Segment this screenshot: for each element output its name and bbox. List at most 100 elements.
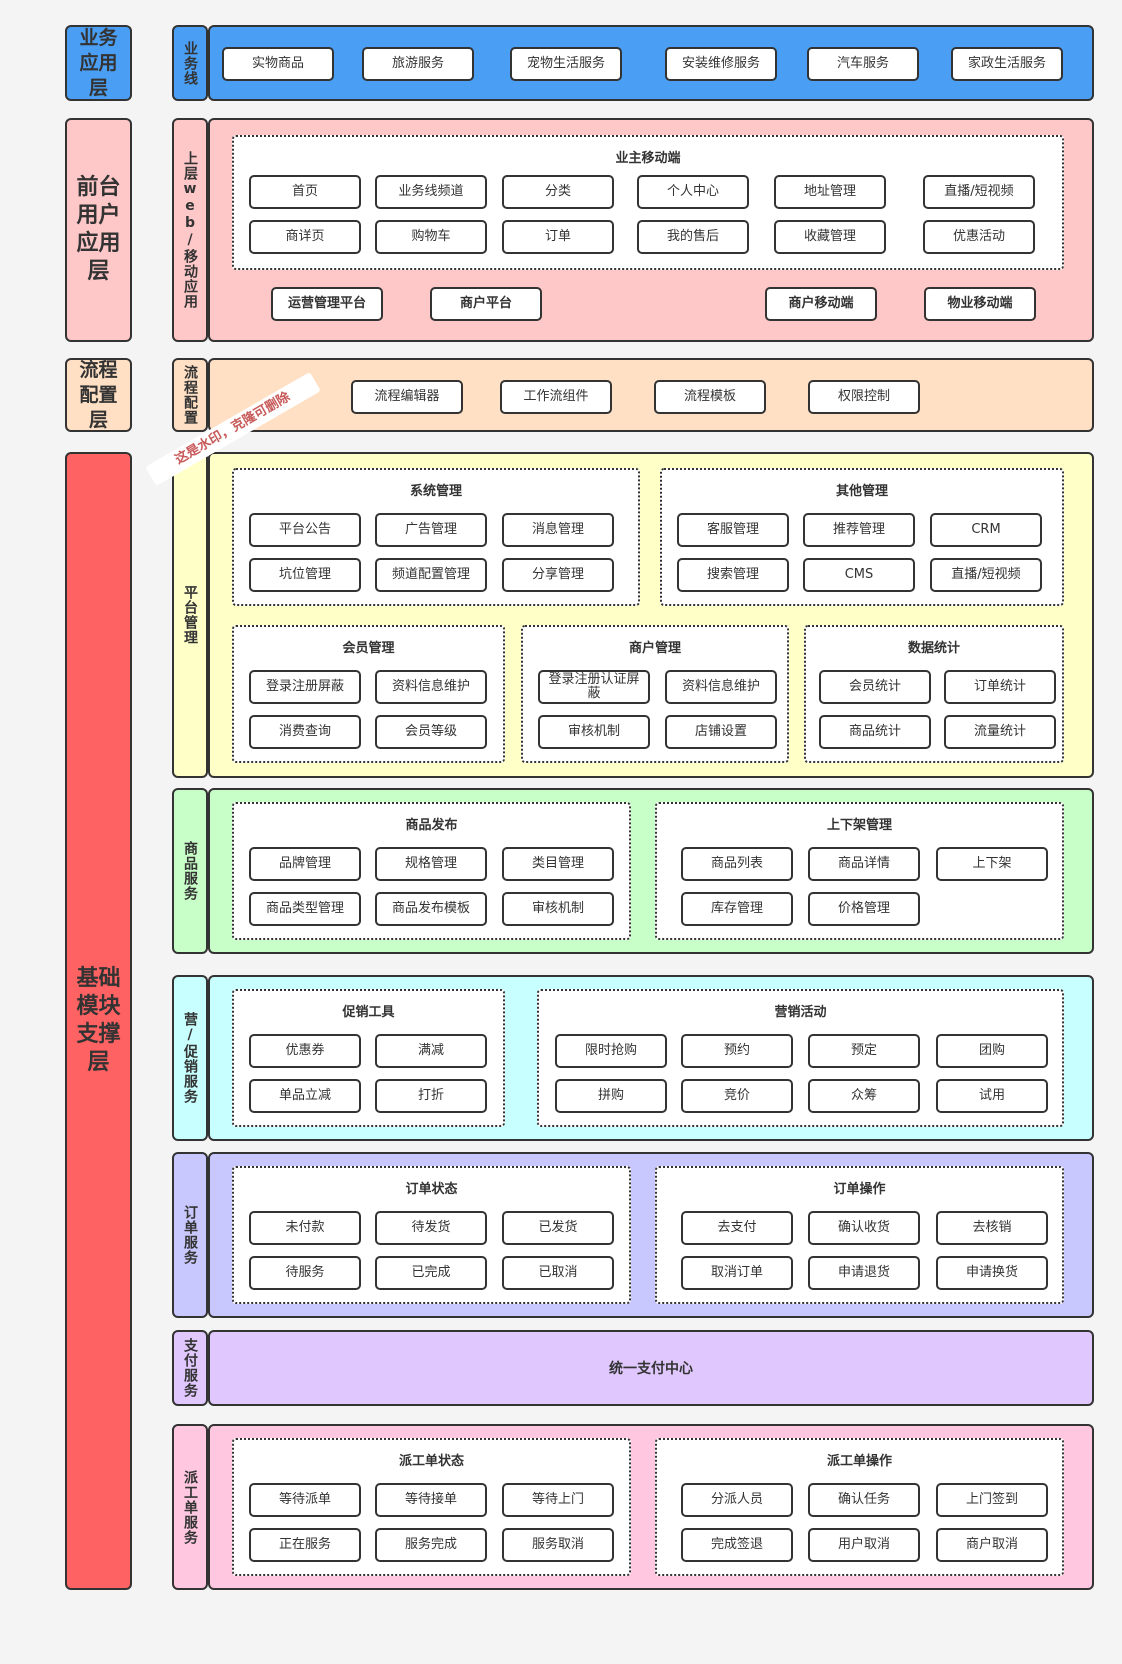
- module-box: 订单统计: [944, 670, 1056, 704]
- module-box: 团购: [936, 1034, 1048, 1068]
- module-box: 完成签退: [681, 1528, 793, 1562]
- group-title: 业主移动端: [615, 151, 681, 166]
- section-label: 流程配置: [172, 358, 208, 432]
- module-box: 我的售后: [637, 220, 749, 254]
- module-box: 客服管理: [677, 513, 789, 547]
- module-box: 商品发布模板: [375, 892, 487, 926]
- module-box: 满减: [375, 1034, 487, 1068]
- module-box: 宠物生活服务: [510, 47, 622, 81]
- module-box: 购物车: [375, 220, 487, 254]
- section-label-text: 支付服务: [182, 1338, 198, 1398]
- module-box: 物业移动端: [924, 287, 1036, 321]
- module-box: 品牌管理: [249, 847, 361, 881]
- module-box: 频道配置管理: [375, 558, 487, 592]
- module-box: 打折: [375, 1079, 487, 1113]
- module-box: 确认收货: [808, 1211, 920, 1245]
- section-label: 订单服务: [172, 1152, 208, 1318]
- module-box: 流程模板: [654, 380, 766, 414]
- module-box: 审核机制: [502, 892, 614, 926]
- group-title: 订单操作: [833, 1182, 886, 1197]
- module-box: 上下架: [936, 847, 1048, 881]
- group-title: 营销活动: [774, 1005, 827, 1020]
- module-box: 资料信息维护: [665, 670, 777, 704]
- module-box: 试用: [936, 1079, 1048, 1113]
- module-box: 单品立减: [249, 1079, 361, 1113]
- module-box: 消息管理: [502, 513, 614, 547]
- group-title: 商户管理: [628, 641, 681, 656]
- module-box: 等待上门: [502, 1483, 614, 1517]
- group-title: 派工单状态: [398, 1454, 464, 1469]
- center-label: 统一支付中心: [609, 1361, 693, 1377]
- section-label: 平台管理: [172, 452, 208, 778]
- module-box: 权限控制: [808, 380, 920, 414]
- module-box: 消费查询: [249, 715, 361, 749]
- section-label-text: 订单服务: [182, 1205, 198, 1265]
- layer-label: 流程配置层: [65, 358, 132, 432]
- group-title: 上下架管理: [826, 818, 892, 833]
- module-box: 商户平台: [430, 287, 542, 321]
- section-label-text: 流程配置: [182, 365, 198, 425]
- module-box: 商详页: [249, 220, 361, 254]
- module-box: 商品类型管理: [249, 892, 361, 926]
- module-box: 申请换货: [936, 1256, 1048, 1290]
- section-label: 派工单服务: [172, 1424, 208, 1590]
- module-box: 商品列表: [681, 847, 793, 881]
- group-title: 其他管理: [835, 484, 888, 499]
- module-box: 订单: [502, 220, 614, 254]
- group-title: 系统管理: [409, 484, 462, 499]
- module-box: 流程编辑器: [351, 380, 463, 414]
- section-label-text: 商品服务: [182, 841, 198, 901]
- layer-label: 业务应用层: [65, 25, 132, 101]
- module-box: 正在服务: [249, 1528, 361, 1562]
- module-box: 待发货: [375, 1211, 487, 1245]
- module-box: 安装维修服务: [665, 47, 777, 81]
- module-box: 待服务: [249, 1256, 361, 1290]
- section-label: 上层web/移动应用: [172, 118, 208, 342]
- module-box: 商品详情: [808, 847, 920, 881]
- group-title: 会员管理: [342, 641, 395, 656]
- module-box: 服务完成: [375, 1528, 487, 1562]
- module-box: 拼购: [555, 1079, 667, 1113]
- module-box: 家政生活服务: [951, 47, 1063, 81]
- module-box: 会员统计: [819, 670, 931, 704]
- module-box: 竞价: [681, 1079, 793, 1113]
- section-label-text: 营/促销服务: [182, 1012, 198, 1104]
- module-box: 平台公告: [249, 513, 361, 547]
- section-label-text: 派工单服务: [182, 1469, 198, 1545]
- module-box: 优惠活动: [923, 220, 1035, 254]
- module-box: 工作流组件: [500, 380, 612, 414]
- module-box: 上门签到: [936, 1483, 1048, 1517]
- section-label: 业务线: [172, 25, 208, 101]
- module-box: CRM: [930, 513, 1042, 547]
- module-box: 资料信息维护: [375, 670, 487, 704]
- module-box: 旅游服务: [362, 47, 474, 81]
- module-box: 类目管理: [502, 847, 614, 881]
- section-label: 营/促销服务: [172, 975, 208, 1141]
- module-box: 坑位管理: [249, 558, 361, 592]
- module-box: 等待接单: [375, 1483, 487, 1517]
- section-panel: [208, 358, 1094, 432]
- module-box: 收藏管理: [774, 220, 886, 254]
- module-box: 商品统计: [819, 715, 931, 749]
- module-box: 规格管理: [375, 847, 487, 881]
- module-box: 优惠券: [249, 1034, 361, 1068]
- module-box: 实物商品: [222, 47, 334, 81]
- section-panel: [208, 25, 1094, 101]
- group-title: 派工单操作: [826, 1454, 892, 1469]
- module-box: 申请退货: [808, 1256, 920, 1290]
- module-box: 未付款: [249, 1211, 361, 1245]
- module-box: 登录注册认证屏蔽: [538, 670, 650, 704]
- module-box: 用户取消: [808, 1528, 920, 1562]
- module-box: 会员等级: [375, 715, 487, 749]
- module-box: 限时抢购: [555, 1034, 667, 1068]
- module-box: 取消订单: [681, 1256, 793, 1290]
- module-box: 已取消: [502, 1256, 614, 1290]
- module-box: 去支付: [681, 1211, 793, 1245]
- module-box: 预定: [808, 1034, 920, 1068]
- module-box: 库存管理: [681, 892, 793, 926]
- module-box: 直播/短视频: [923, 175, 1035, 209]
- module-box: 搜索管理: [677, 558, 789, 592]
- module-box: 业务线频道: [375, 175, 487, 209]
- module-box: 价格管理: [808, 892, 920, 926]
